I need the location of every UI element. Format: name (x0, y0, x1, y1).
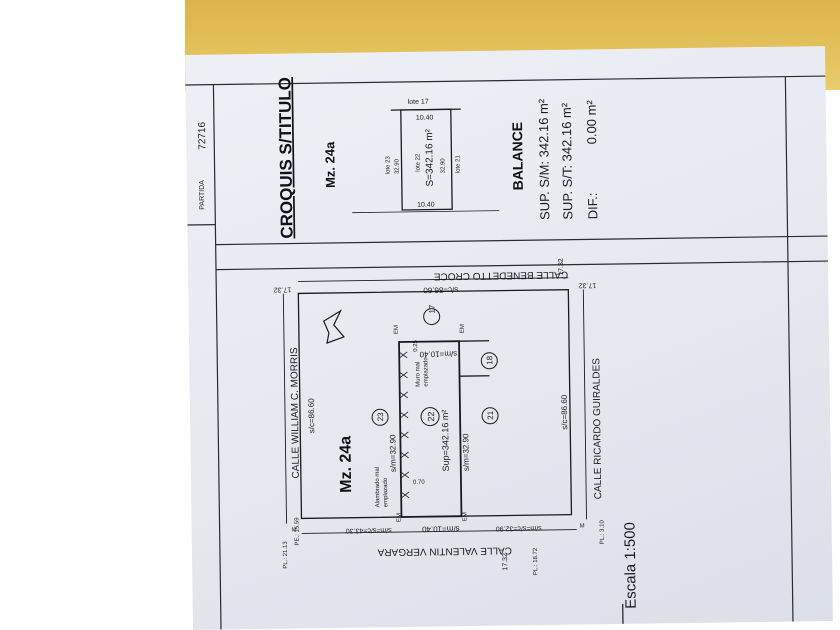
balance-sup-st: SUP. S/T: 342.16 m² (559, 102, 576, 220)
m-label-left: M (292, 527, 297, 533)
lot-23: 23 (376, 412, 385, 422)
em-top-right: EM (460, 324, 466, 333)
muro-note: Muro mal (415, 362, 421, 387)
dim-17-32-right: 17.32 (579, 281, 597, 288)
muro-value: 0.25 (413, 339, 419, 351)
sc-right: s/c=86.60 (560, 394, 569, 430)
balance-dif-value: 0.00 m² (584, 99, 600, 144)
croquis-lote-top: lote 17 (408, 99, 429, 106)
croquis-length-left: 32.90 (394, 158, 400, 174)
croquis-lote-right: lote 21 (455, 154, 461, 173)
street-left: CALLE WILLIAM C. MORRIS (289, 347, 302, 479)
m-label-right: M (580, 523, 585, 529)
plan-manzana: Mz. 24a (337, 436, 355, 493)
sc-bottom-2: s/m=s/c=32.90 (496, 524, 542, 532)
em-bottom-right: EM (462, 512, 468, 521)
street-right: CALLE RICARDO GUIRALDES (591, 358, 604, 500)
survey-sheet: PARTIDA 72716 CROQUIS S/TITULO Mz. 24a l… (185, 46, 833, 630)
croquis-lote-left: lote 23 (385, 155, 391, 174)
alambrado-note: Alambrado mal (375, 467, 382, 507)
sm-top: s/m=10.40 (419, 349, 457, 359)
pl-left-top: PL.: 21.13 (283, 541, 289, 569)
dim-17-32-bottom: 17.32 (502, 553, 509, 571)
lot-17: 17 (428, 304, 437, 314)
em-bottom-left: EM (396, 513, 402, 522)
sm-right: s/m=32.90 (461, 433, 471, 471)
sc-top: s/c=86.60 (423, 285, 459, 294)
alambrado-note-2: emplazado (383, 477, 389, 507)
pl-bottom: PL.: 18.72 (533, 547, 539, 575)
em-top-left: EM (394, 325, 400, 334)
sm-bottom: s/m=10.40 (421, 524, 459, 534)
dim-17-32-top-left: 17.32 (274, 286, 292, 293)
alambrado-marks (398, 351, 410, 499)
croquis-title: CROQUIS S/TITULO (275, 77, 296, 239)
croquis-manzana: Mz. 24a (322, 141, 338, 188)
alambrado-value: 0.70 (413, 480, 425, 486)
street-top: CALLE BENEDETTO CROCE (433, 269, 568, 282)
sm-left: s/m=32.90 (388, 434, 398, 472)
pl-right: PL.: 3.10 (600, 519, 606, 544)
croquis-width-bottom: 10.40 (417, 202, 435, 209)
croquis-lote-center: lote 22 (415, 153, 421, 172)
pe-left: PE.: 15.59 (294, 517, 300, 546)
sc-left: s/c=86.60 (307, 398, 316, 434)
croquis-area: S=342.16 m² (424, 128, 436, 186)
muro-note-2: emplazado (423, 357, 429, 387)
partida-label: PARTIDA (199, 180, 206, 210)
partida-number: 72716 (197, 121, 208, 149)
lot-18: 18 (485, 355, 494, 365)
lot-22: 22 (426, 412, 436, 422)
white-margin (0, 0, 185, 630)
sc-bottom: s/m=s/c=43.30 (346, 526, 392, 534)
lot-21: 21 (486, 410, 495, 420)
escala-label: Escala 1:500 (622, 522, 640, 609)
balance-heading: BALANCE (509, 122, 526, 191)
dim-17-32-top-right: 17.32 (558, 258, 565, 276)
plan-sup: Sup=342.16 m² (440, 410, 451, 472)
croquis-width-top: 10.40 (416, 115, 434, 122)
survey-drawing: PARTIDA 72716 CROQUIS S/TITULO Mz. 24a l… (185, 75, 828, 630)
balance-sup-sm: SUP. S/M: 342.16 m² (536, 98, 553, 220)
street-bottom: CALLE VALENTIN VERGARA (377, 544, 512, 557)
balance-dif-label: DIF.: (585, 192, 600, 219)
croquis-length-right: 32.90 (440, 158, 446, 174)
north-arrow-icon (322, 309, 345, 344)
